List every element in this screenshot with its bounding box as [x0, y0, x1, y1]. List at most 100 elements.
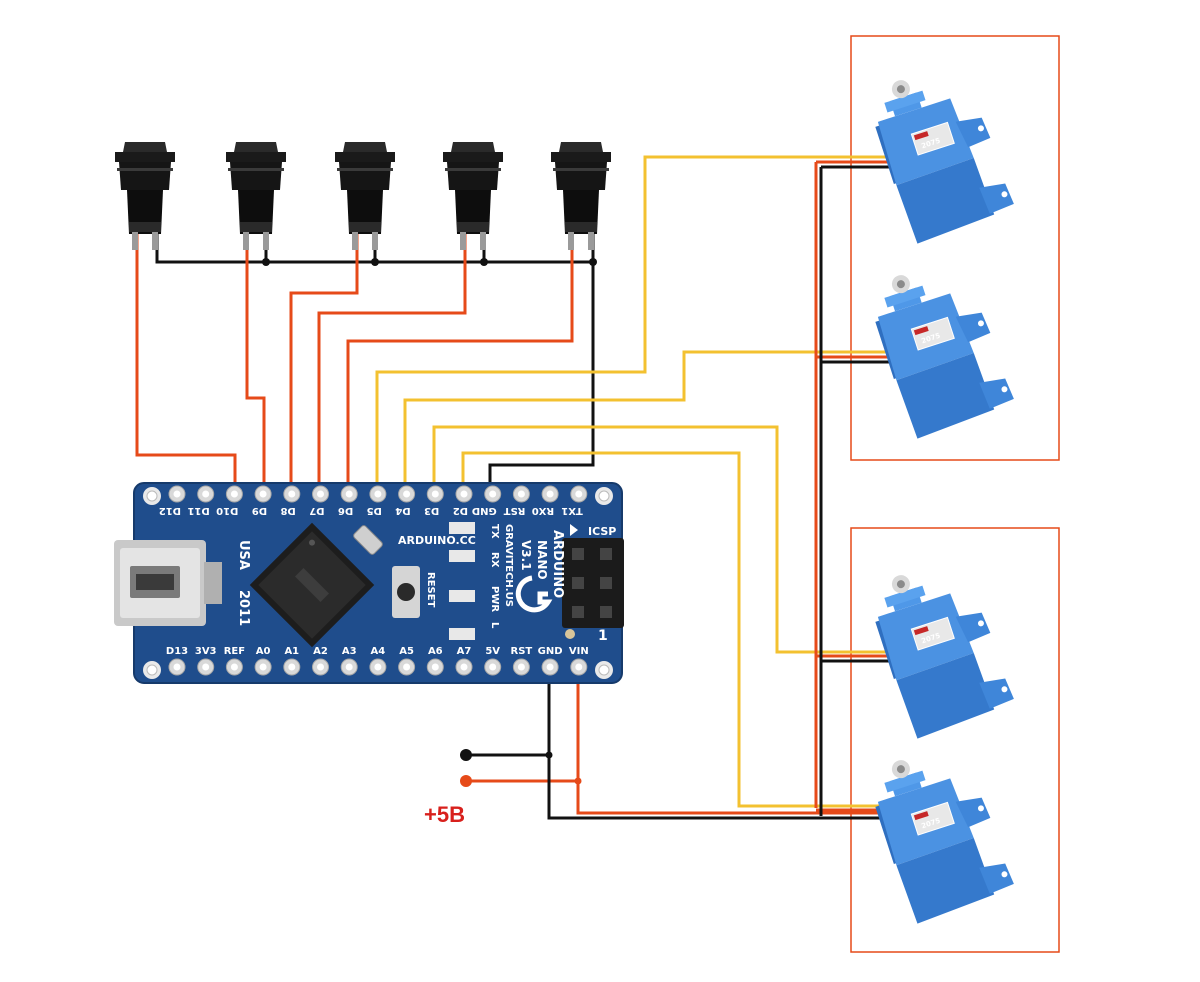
pin-label-bottom-a1: A1 [284, 646, 299, 657]
pin-label-bottom-a5: A5 [399, 646, 414, 657]
servo-3: 2075 [863, 552, 1017, 741]
icsp-pin1-label: 1 [598, 628, 608, 644]
pin-label-top-rst: RST [503, 505, 525, 516]
pin-hole [546, 490, 554, 498]
brand-label: ARDUINO.CC [398, 534, 476, 547]
power-minus-terminal [460, 749, 472, 761]
push-button-4[interactable] [443, 142, 503, 250]
reset-button[interactable] [392, 566, 420, 618]
pin-label-bottom-gnd: GND [538, 646, 563, 657]
led-pwr [449, 590, 475, 602]
pin-hole [460, 663, 468, 671]
led-label-rx: RX [489, 552, 500, 568]
push-button-5[interactable] [551, 142, 611, 250]
pin-hole [173, 663, 181, 671]
pin-hole [202, 490, 210, 498]
led-label-pwr: PWR [489, 586, 500, 612]
pin-hole [460, 490, 468, 498]
wire-button3-d8 [289, 233, 359, 490]
icsp-header [562, 538, 624, 628]
pin-label-top-d3: D3 [424, 505, 439, 516]
pin-label-bottom-a4: A4 [371, 646, 386, 657]
pin-hole [517, 490, 525, 498]
model-line-2: NANO [535, 540, 549, 580]
power-label: +5B [424, 802, 465, 827]
pin-hole [317, 490, 324, 498]
pin-label-top-gnd: GND [472, 505, 497, 516]
model-line-3: V3.1 [519, 540, 533, 571]
pin-label-bottom-rst: RST [511, 646, 533, 657]
board-origin-line-1: USA [236, 540, 251, 570]
pin-label-top-d7: D7 [309, 505, 324, 516]
pin-hole [517, 663, 525, 671]
pin-label-bottom-ref: REF [224, 646, 245, 657]
pin-hole [259, 490, 267, 498]
wire-servo1-d5 [375, 155, 894, 490]
pin-hole [374, 490, 382, 498]
wire-vin [576, 680, 894, 815]
wire-servo2-d4 [403, 350, 894, 490]
pin-hole [374, 663, 382, 671]
pin-label-bottom-a6: A6 [428, 646, 443, 657]
servo-2: 2075 [863, 252, 1017, 441]
servo-1: 2075 [863, 57, 1017, 246]
pin-hole [575, 663, 583, 671]
pin-hole [259, 663, 267, 671]
pin-hole [546, 663, 554, 671]
pin-label-top-d9: D9 [252, 505, 267, 516]
wire-button1-d10 [135, 233, 237, 490]
wire-gnd [547, 680, 894, 820]
servo-4: 2075 [863, 737, 1017, 926]
servo-ground-wires [466, 165, 894, 820]
pin-hole [431, 663, 439, 671]
pin-label-top-rx0: RX0 [532, 505, 554, 516]
pin-hole [403, 663, 411, 671]
pin-label-bottom-a7: A7 [457, 646, 472, 657]
pin-label-bottom-5v: 5V [485, 646, 500, 657]
pin-hole [202, 663, 210, 671]
wire-button2-d9 [245, 233, 266, 490]
led-tx [449, 522, 475, 534]
wire-button5-d6 [346, 233, 574, 490]
servo-enclosure-top [850, 35, 1060, 461]
wire-servo4-d2 [461, 451, 894, 808]
pin-label-top-d4: D4 [395, 505, 410, 516]
pin-hole [230, 663, 238, 671]
pin-label-bottom-a2: A2 [313, 646, 328, 657]
pin-hole [345, 663, 353, 671]
crystal-oscillator [353, 525, 383, 555]
usb-connector[interactable] [114, 540, 222, 626]
pin-label-top-d10: D10 [216, 505, 238, 516]
model-line-1: ARDUINO [550, 530, 565, 598]
power-plus-terminal [460, 775, 472, 787]
pin-hole [431, 490, 439, 498]
push-button-2[interactable] [226, 142, 286, 250]
gravitech-logo [515, 575, 553, 613]
pin-hole [489, 663, 497, 671]
push-button-1[interactable] [115, 142, 175, 250]
pin-hole [173, 490, 181, 498]
pin-hole [403, 490, 411, 498]
pin-label-top-tx1: TX1 [561, 505, 583, 516]
pin-label-top-d6: D6 [338, 505, 353, 516]
microcontroller-chip [249, 522, 375, 648]
pin-label-top-d8: D8 [280, 505, 295, 516]
pin-label-top-d2: D2 [453, 505, 468, 516]
pin-label-bottom-a0: A0 [256, 646, 271, 657]
push-button-3[interactable] [335, 142, 395, 250]
pin-hole [317, 663, 324, 671]
pin-label-bottom-a3: A3 [342, 646, 357, 657]
pin-hole [575, 490, 583, 498]
wire-button4-d7 [317, 233, 467, 490]
pin-label-bottom-vin: VIN [569, 646, 589, 657]
pin-label-bottom-d13: D13 [166, 646, 188, 657]
pin-hole [288, 663, 296, 671]
pin-hole [489, 490, 497, 498]
reset-label: RESET [425, 572, 436, 608]
board-origin-line-2: 2011 [236, 590, 251, 626]
led-label-l: L [489, 622, 500, 629]
